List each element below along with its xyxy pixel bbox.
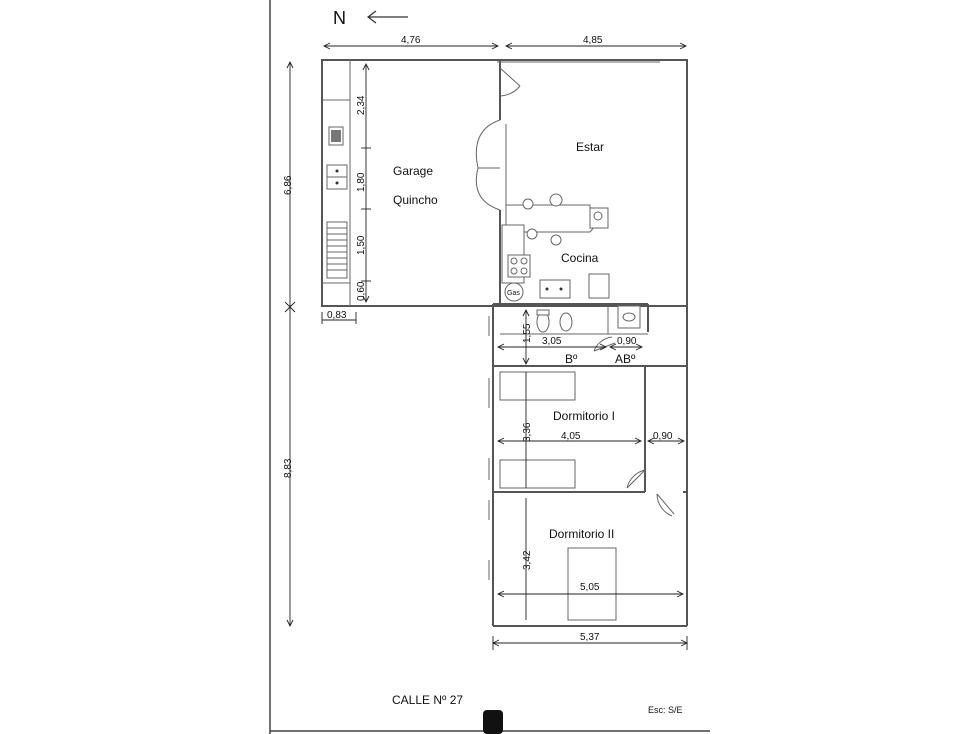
dim-bottom-total-label: 5,37 (580, 632, 600, 643)
dim-top-right: 4,85 (504, 35, 688, 50)
dim-dorm2-height-label: 3,42 (522, 550, 533, 570)
north-label: N (333, 8, 346, 28)
scale-label: Esc: S/E (648, 705, 683, 715)
lower-block-walls (488, 306, 688, 627)
room-label-garage: Garage (393, 164, 433, 178)
arrow-left-icon (367, 10, 408, 24)
room-label-aseo: ABº (615, 352, 636, 366)
dim-garage-seg-3-label: 1,50 (356, 235, 367, 255)
dim-bath-height-label: 1,55 (522, 323, 533, 343)
bath-door (593, 336, 616, 352)
service-strip-fixtures (322, 99, 350, 284)
upper-block-walls (321, 59, 688, 307)
dormitorio-2-door (656, 493, 675, 517)
dormitorio-1-door (626, 469, 646, 489)
dim-bottom-total: 5,37 (491, 632, 689, 650)
dim-strip-width: 0,83 (321, 310, 357, 324)
dim-bath: 1,55 3,05 0,90 (496, 308, 644, 366)
room-label-estar: Estar (576, 140, 604, 154)
street-label: CALLE Nº 27 (392, 693, 463, 707)
double-door-garage-estar (475, 119, 507, 211)
dim-top-left-label: 4,76 (401, 35, 421, 46)
dim-dorm1-width-label: 4,05 (561, 431, 581, 442)
dim-closet-width-label: 0,90 (653, 431, 673, 442)
kitchen-counter (501, 193, 610, 299)
dim-top-left: 4,76 (322, 35, 500, 50)
bathroom-block (492, 303, 649, 360)
dormitorio-1-beds (499, 371, 576, 489)
dormitorio-2-bed (567, 547, 617, 621)
gas-heater: Gas (504, 282, 524, 302)
gas-label: Gas (507, 290, 520, 297)
dim-aseo-width-label: 0,90 (617, 336, 637, 347)
dim-bath-width-label: 3,05 (542, 336, 562, 347)
entry-door (499, 67, 521, 97)
room-label-dormitorio-1: Dormitorio I (553, 409, 615, 423)
dim-dormitorio-1: 3,36 4,05 0,90 (496, 372, 686, 488)
dim-top-right-label: 4,85 (583, 35, 603, 46)
dim-overall-left: 6,86 8,83 (283, 60, 296, 628)
dim-garage-seg-2-label: 1,80 (356, 172, 367, 192)
dim-garage-seg-4-label: 0,60 (356, 281, 367, 301)
room-label-bano: Bº (565, 352, 578, 366)
dim-garage-seg-1-label: 2,34 (356, 95, 367, 115)
dim-overall-upper-label: 6,86 (283, 175, 294, 195)
gate-marker (483, 710, 503, 734)
dim-strip-width-label: 0,83 (327, 310, 347, 321)
room-label-dormitorio-2: Dormitorio II (549, 527, 614, 541)
dim-dormitorio-2: 3,42 5,05 (496, 498, 685, 620)
room-label-cocina: Cocina (561, 251, 599, 265)
dim-dorm1-height-label: 3,36 (522, 422, 533, 442)
dim-overall-lower-label: 8,83 (283, 458, 294, 478)
dim-garage-segments: 2,34 1,80 1,50 0,60 (356, 62, 371, 304)
room-label-quincho: Quincho (393, 193, 438, 207)
dim-dorm2-width-label: 5,05 (580, 582, 600, 593)
